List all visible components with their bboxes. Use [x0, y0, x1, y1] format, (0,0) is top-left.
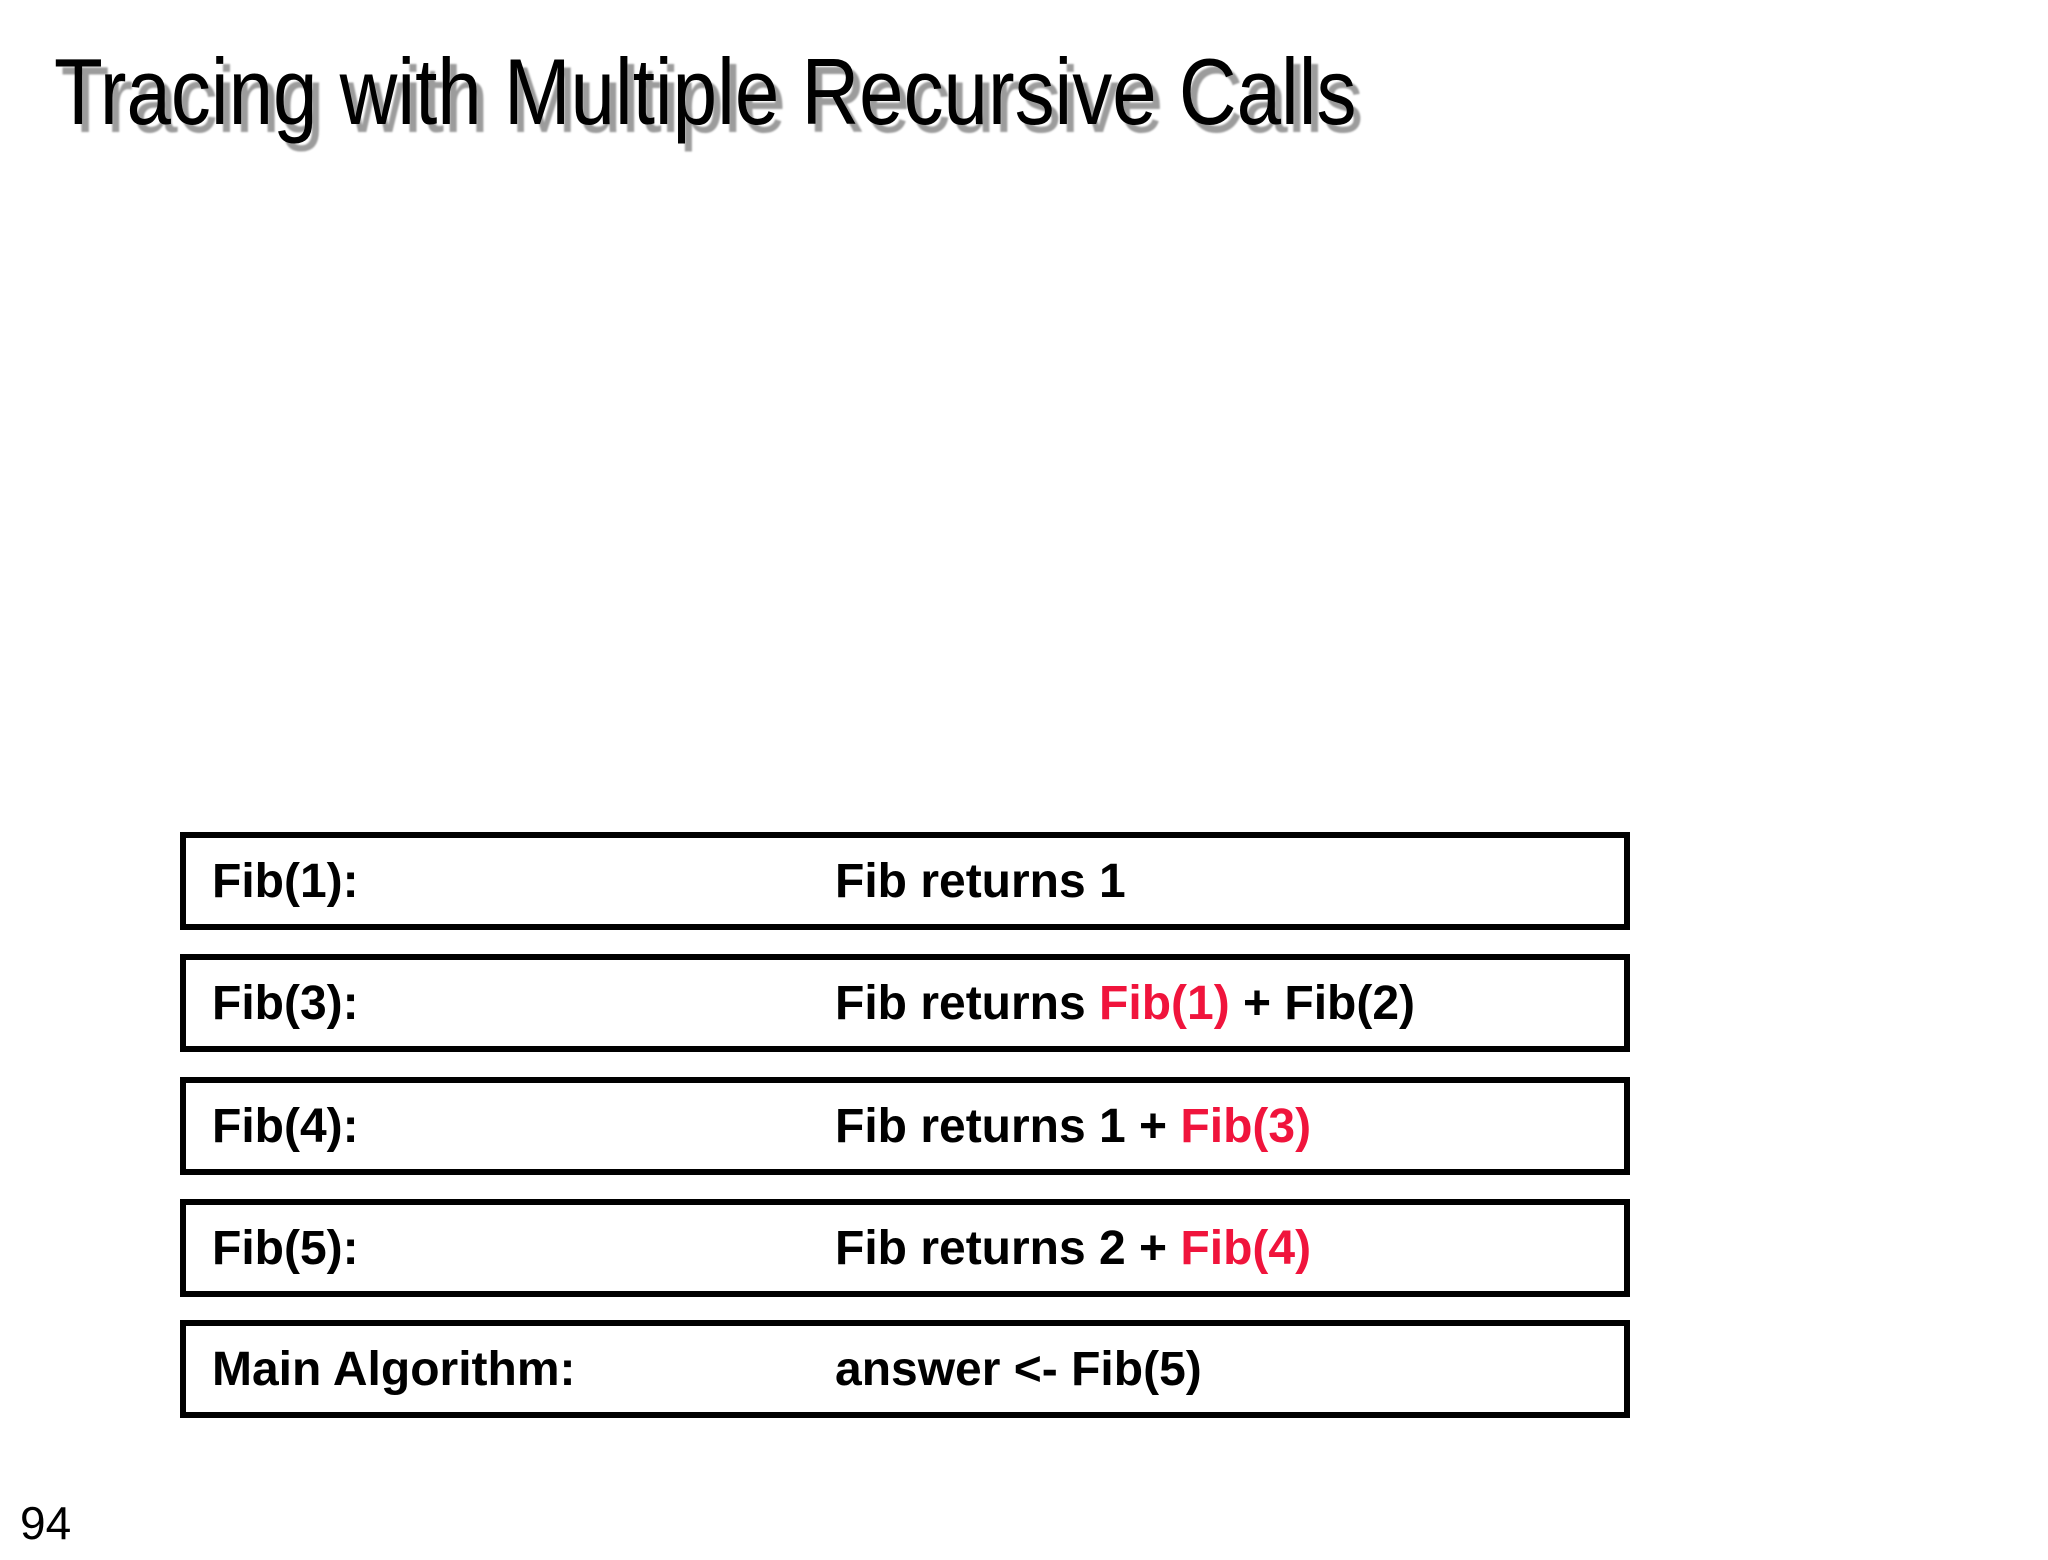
- trace-box-value: answer <- Fib(5): [835, 1342, 1624, 1397]
- value-text-highlighted: Fib(1): [1099, 976, 1230, 1030]
- trace-box-label: Fib(4):: [212, 1099, 359, 1153]
- trace-box-main-algorithm: Main Algorithm: answer <- Fib(5): [180, 1320, 1630, 1418]
- value-text: Fib returns 1: [835, 854, 1126, 908]
- trace-box-label: Main Algorithm:: [212, 1342, 576, 1396]
- value-text: Fib returns: [835, 976, 1100, 1030]
- trace-box-fib5: Fib(5): Fib returns 2 + Fib(4): [180, 1199, 1630, 1297]
- slide-title: Tracing with Multiple Recursive Calls: [54, 39, 1357, 144]
- value-text: Fib returns 2 +: [835, 1221, 1181, 1275]
- value-text-highlighted: Fib(4): [1180, 1221, 1312, 1275]
- trace-box-value: Fib returns 1 + Fib(3): [835, 1099, 1624, 1154]
- trace-box-label: Fib(1):: [212, 854, 359, 908]
- value-text-highlighted: Fib(3): [1180, 1099, 1312, 1153]
- value-text: Fib returns 1 +: [835, 1099, 1181, 1153]
- trace-box-fib3: Fib(3): Fib returns Fib(1) + Fib(2): [180, 954, 1630, 1052]
- trace-box-value: Fib returns Fib(1) + Fib(2): [835, 976, 1624, 1031]
- page-number: 94: [20, 1497, 72, 1549]
- trace-box-value: Fib returns 1: [835, 854, 1624, 909]
- trace-box-label: Fib(3):: [212, 976, 359, 1030]
- trace-box-fib4: Fib(4): Fib returns 1 + Fib(3): [180, 1077, 1630, 1175]
- trace-box-value: Fib returns 2 + Fib(4): [835, 1221, 1624, 1276]
- value-text: + Fib(2): [1229, 976, 1416, 1030]
- trace-box-label: Fib(5):: [212, 1221, 359, 1275]
- trace-box-fib1: Fib(1): Fib returns 1: [180, 832, 1630, 930]
- value-text: answer <- Fib(5): [835, 1342, 1202, 1396]
